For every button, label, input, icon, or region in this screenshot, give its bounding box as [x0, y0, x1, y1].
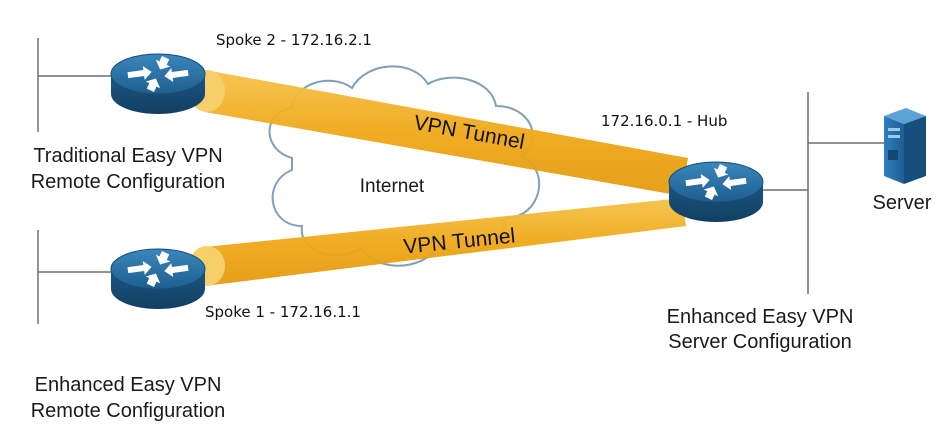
server-label: Server [873, 192, 932, 214]
spoke2-label: Spoke 2 - 172.16.2.1 [216, 31, 372, 49]
lan-lines-left [37, 38, 112, 324]
router-icon-spoke2 [110, 53, 206, 115]
router-icon-spoke1 [110, 248, 206, 310]
traditional-remote-line1: Traditional Easy VPN [33, 145, 222, 167]
enhanced-remote-line1: Enhanced Easy VPN [35, 374, 222, 396]
spoke1-label: Spoke 1 - 172.16.1.1 [205, 303, 361, 321]
lan-lines-right [762, 92, 884, 294]
hub-label: 172.16.0.1 - Hub [601, 112, 727, 130]
enhanced-server-line2: Server Configuration [668, 331, 851, 353]
router-icon-hub [668, 161, 764, 223]
enhanced-server-line1: Enhanced Easy VPN [667, 306, 854, 328]
enhanced-remote-line2: Remote Configuration [31, 400, 226, 422]
internet-label: Internet [360, 176, 425, 197]
server-icon [884, 108, 926, 184]
traditional-remote-line2: Remote Configuration [31, 171, 226, 193]
